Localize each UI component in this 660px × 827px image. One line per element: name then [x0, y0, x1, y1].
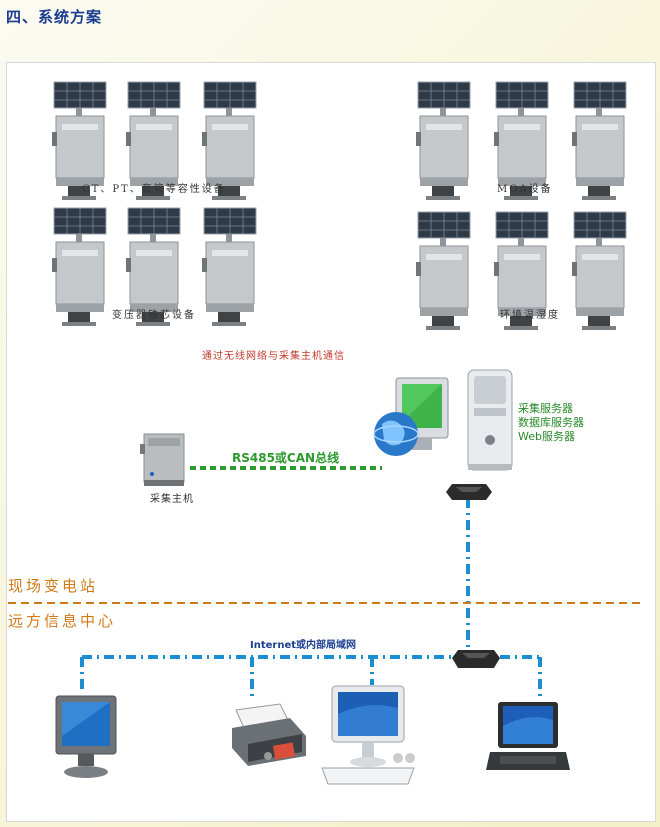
solar-monitor-device: [50, 80, 108, 206]
group-label-moa: MOA设备: [497, 184, 553, 195]
bus-label: RS485或CAN总线: [232, 451, 340, 465]
solar-monitor-device: [50, 206, 108, 332]
solar-monitor-device: [200, 80, 258, 206]
printer-icon: [228, 700, 310, 772]
server-labels: 采集服务器 数据库服务器 Web服务器: [518, 402, 584, 444]
site-label-info-center: 远方信息中心: [8, 612, 117, 630]
client-monitor-icon: [50, 692, 122, 782]
switch-lower-icon: [452, 644, 500, 670]
solar-monitor-device: [570, 80, 628, 206]
server-monitor-icon: [372, 372, 454, 464]
solar-monitor-device: [124, 206, 182, 332]
wireless-note: 通过无线网络与采集主机通信: [202, 351, 345, 362]
solar-monitor-device: [492, 80, 550, 206]
laptop-icon: [486, 700, 570, 780]
solar-monitor-device: [570, 210, 628, 336]
switch-upper-icon: [446, 478, 492, 502]
acquisition-host: [140, 430, 188, 488]
server-label-acquisition: 采集服务器: [518, 402, 573, 415]
group-label-transformer: 变压器铁芯设备: [112, 310, 196, 321]
solar-monitor-device: [414, 210, 472, 336]
group-label-environment: 环境温湿度: [500, 310, 560, 321]
section-heading: 四、系统方案: [6, 8, 103, 26]
desktop-computer-icon: [318, 684, 418, 792]
group-label-ct: CT、PT、套管等容性设备: [82, 184, 226, 195]
host-label: 采集主机: [150, 494, 194, 505]
solar-monitor-device: [414, 80, 472, 206]
solar-monitor-device: [492, 210, 550, 336]
solar-monitor-device: [200, 206, 258, 332]
server-label-web: Web服务器: [518, 430, 575, 443]
solar-monitor-device: [124, 80, 182, 206]
diagram-panel: [6, 62, 656, 822]
server-label-database: 数据库服务器: [518, 416, 584, 429]
network-label: Internet或内部局域网: [250, 640, 357, 651]
server-tower-icon: [464, 368, 516, 474]
site-label-substation: 现场变电站: [8, 577, 99, 595]
